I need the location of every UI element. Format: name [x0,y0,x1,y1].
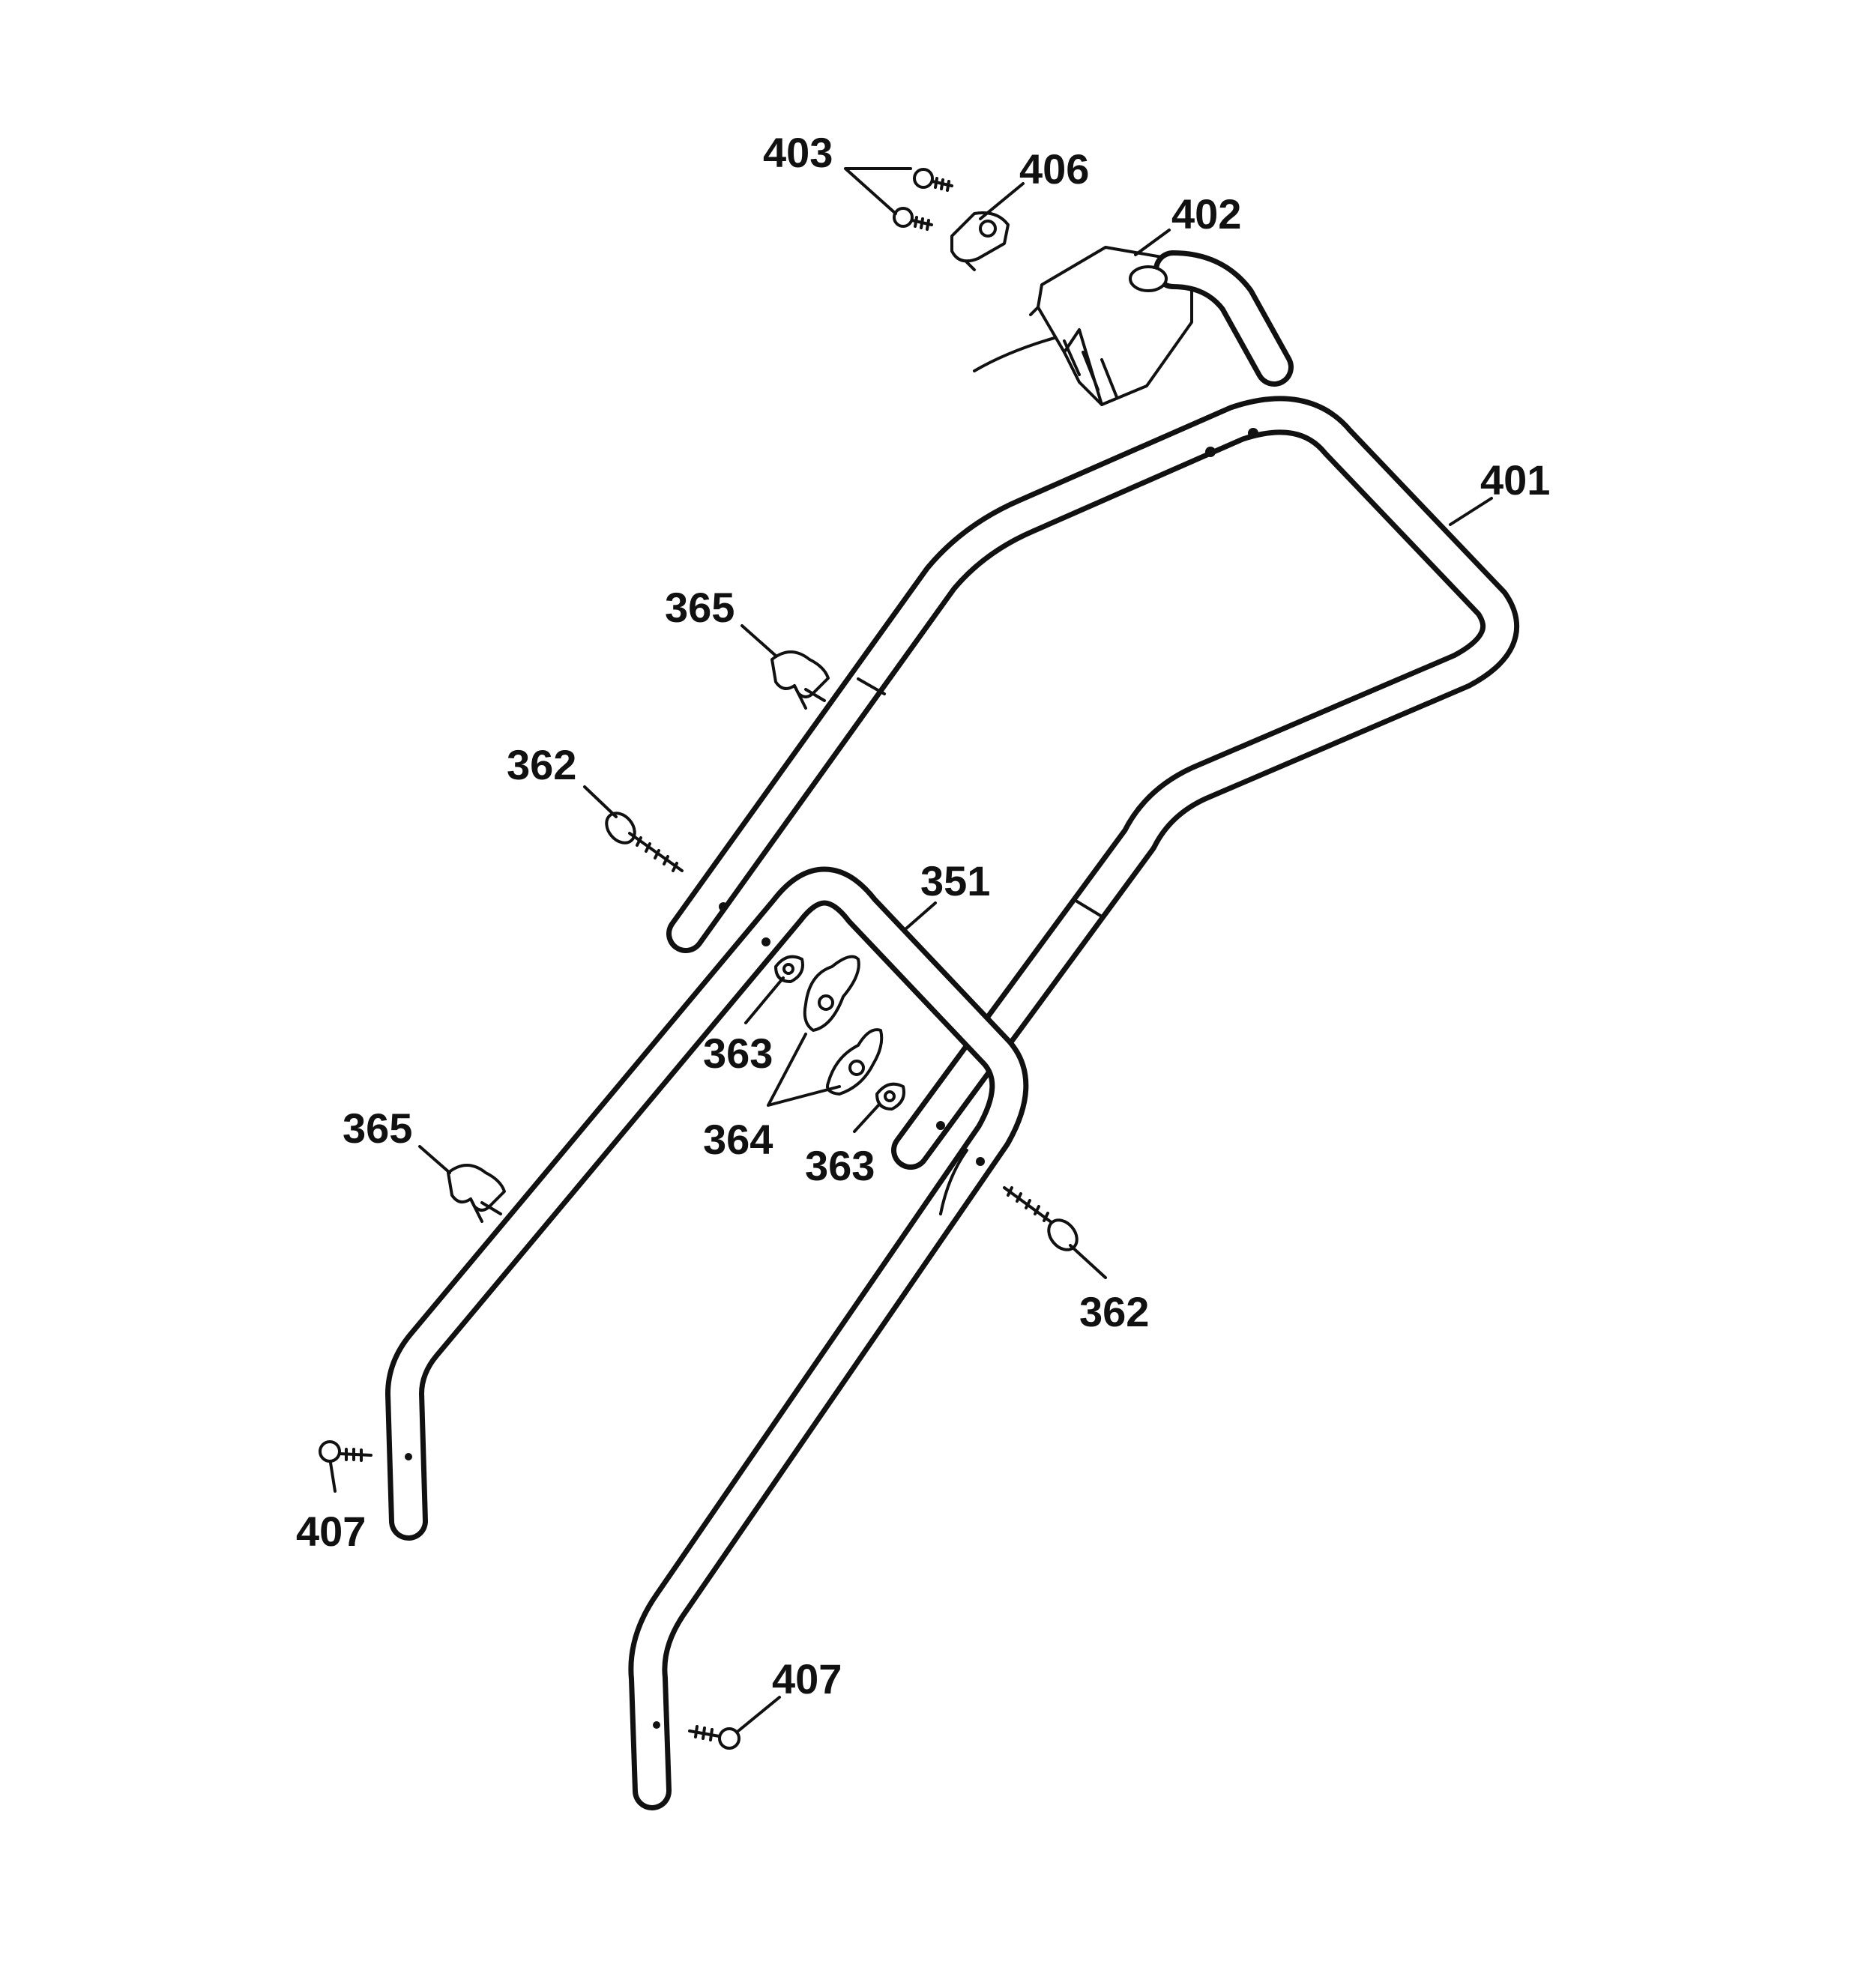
label-362-lower: 362 [1079,1288,1149,1335]
label-402: 402 [1171,190,1241,238]
label-365-upper: 365 [665,584,735,631]
bolt-407-bottom [688,1725,741,1750]
bolt-407-left [319,1440,372,1463]
screws-403 [893,168,953,231]
bolt-362-lower [1003,1186,1079,1251]
label-362-upper: 362 [507,741,576,788]
washer-363-lower [875,1082,905,1111]
washer-363-upper [774,955,804,983]
label-363-upper: 363 [703,1030,773,1077]
label-406: 406 [1019,145,1089,193]
callout-labels: 403 406 402 401 365 362 351 363 364 363 … [296,129,1550,1703]
label-363-lower: 363 [805,1142,875,1189]
label-351: 351 [920,857,990,904]
label-407-left: 407 [296,1508,366,1555]
switch-box-402 [973,246,1294,406]
label-407-bottom: 407 [772,1655,842,1703]
cable-clip-365-lower [447,1164,506,1223]
wing-knob-364-lower [826,1028,884,1096]
wing-knob-364-upper [803,955,860,1032]
clip-406 [950,211,1010,271]
bolt-362-upper [605,812,684,872]
upper-handle-401 [666,396,1520,1170]
label-365-lower: 365 [343,1105,412,1152]
label-364: 364 [703,1116,773,1163]
cable-clip-365-upper [770,650,830,710]
label-403: 403 [763,129,833,176]
lower-handle-351 [385,866,1029,1810]
label-401: 401 [1480,456,1550,504]
leader-lines [329,167,1493,1732]
